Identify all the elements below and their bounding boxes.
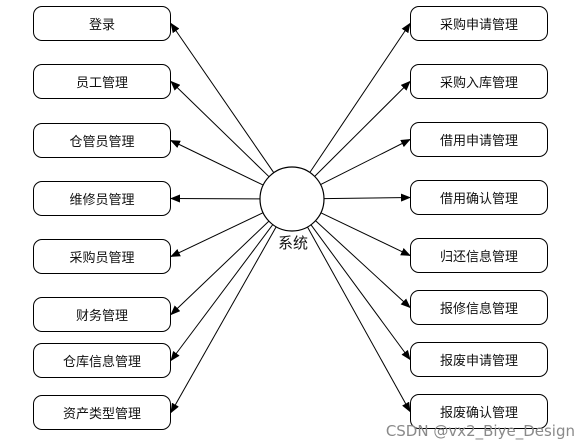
- system-circle: [259, 166, 325, 232]
- connector-arrow: [170, 226, 277, 414]
- module-label: 登录: [88, 18, 115, 33]
- module-label: 财务管理: [75, 309, 128, 324]
- connector-arrow: [307, 226, 411, 413]
- connector-arrow: [314, 80, 411, 177]
- watermark: CSDN @vx2_Biye_Design: [385, 422, 575, 440]
- module-label: 采购员管理: [69, 251, 135, 266]
- module-return-info-management: 归还信息管理: [410, 238, 548, 273]
- connector-arrow: [170, 224, 274, 362]
- module-purchase-request-management: 采购申请管理: [410, 6, 548, 41]
- module-label: 采购入库管理: [439, 76, 518, 91]
- connector-arrow: [170, 22, 275, 173]
- connector-arrow: [323, 193, 411, 202]
- module-label: 报废确认管理: [439, 406, 518, 421]
- module-label: 借用确认管理: [439, 192, 518, 207]
- connector-arrow: [320, 212, 411, 256]
- connector-arrow: [170, 220, 270, 316]
- module-label: 采购申请管理: [439, 18, 518, 33]
- module-borrow-request-management: 借用申请管理: [410, 122, 548, 157]
- connector-arrow: [309, 22, 411, 173]
- module-label: 仓库信息管理: [62, 355, 141, 370]
- module-login: 登录: [33, 6, 171, 41]
- module-label: 报废申请管理: [439, 354, 518, 369]
- connector-arrow: [170, 212, 264, 257]
- module-warehouse-info-management: 仓库信息管理: [33, 343, 171, 378]
- module-employee-management: 员工管理: [33, 64, 171, 99]
- connector-arrow: [170, 140, 264, 186]
- module-purchaser-management: 采购员管理: [33, 239, 171, 274]
- module-repair-report-management: 报修信息管理: [410, 290, 548, 325]
- connector-arrow: [310, 224, 411, 361]
- module-purchase-stockin-management: 采购入库管理: [410, 64, 548, 99]
- system-label: 系统: [277, 234, 308, 252]
- module-warehouse-keeper-management: 仓管员管理: [33, 123, 171, 158]
- module-label: 维修员管理: [69, 193, 135, 208]
- connector-arrow: [170, 80, 270, 178]
- module-label: 资产类型管理: [62, 407, 141, 422]
- connector-arrow: [315, 220, 411, 309]
- module-label: 归还信息管理: [439, 250, 518, 265]
- module-finance-management: 财务管理: [33, 297, 171, 332]
- module-repairman-management: 维修员管理: [33, 181, 171, 216]
- module-label: 仓管员管理: [69, 135, 135, 150]
- module-label: 员工管理: [75, 76, 128, 91]
- module-asset-type-management: 资产类型管理: [33, 395, 171, 430]
- connector-arrow: [320, 139, 411, 186]
- module-scrap-confirm-management: 报废确认管理: [410, 394, 548, 429]
- module-label: 报修信息管理: [439, 302, 518, 317]
- module-label: 借用申请管理: [439, 134, 518, 149]
- module-borrow-confirm-management: 借用确认管理: [410, 180, 548, 215]
- module-scrap-request-management: 报废申请管理: [410, 342, 548, 377]
